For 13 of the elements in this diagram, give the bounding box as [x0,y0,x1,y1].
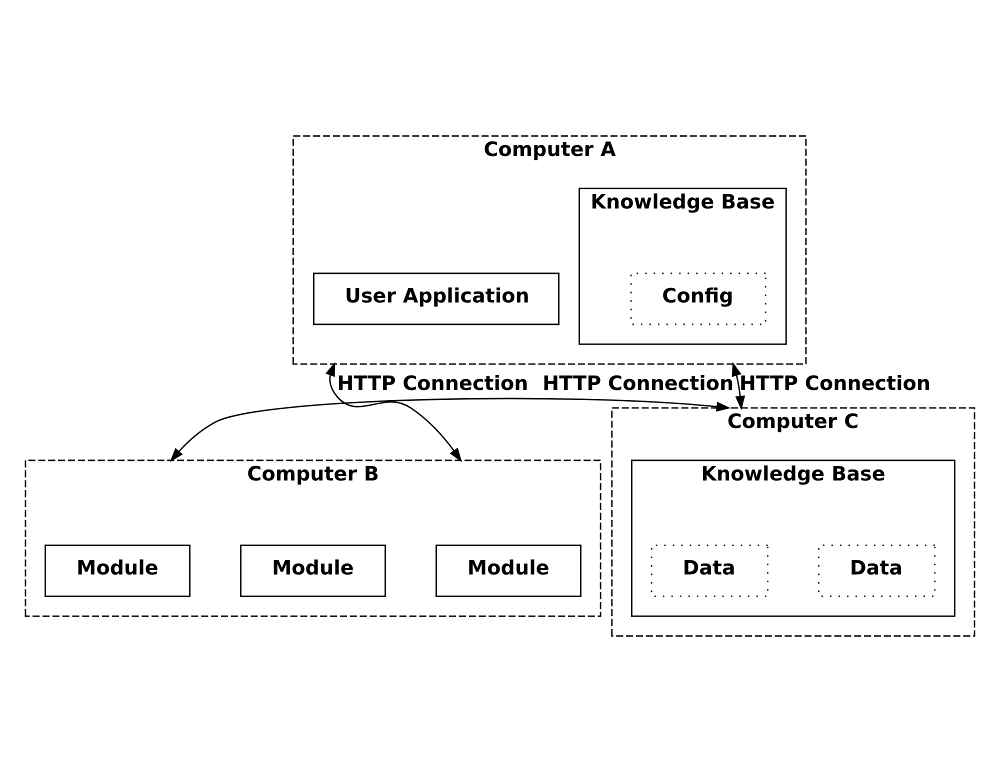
edge-label: HTTP Connection [739,372,931,395]
edge-label: HTTP Connection [542,372,734,395]
node-box: Data [650,544,768,598]
arrow [325,362,462,462]
node-box: Data [818,544,936,598]
arrow [170,398,731,462]
node-box: Module [44,544,190,598]
node-box: Config [630,272,766,326]
node-box: Module [240,544,386,598]
node-box: Module [436,544,582,598]
arrow [732,362,746,410]
node-box: User Application [313,272,560,326]
edge-label: HTTP Connection [337,372,528,395]
